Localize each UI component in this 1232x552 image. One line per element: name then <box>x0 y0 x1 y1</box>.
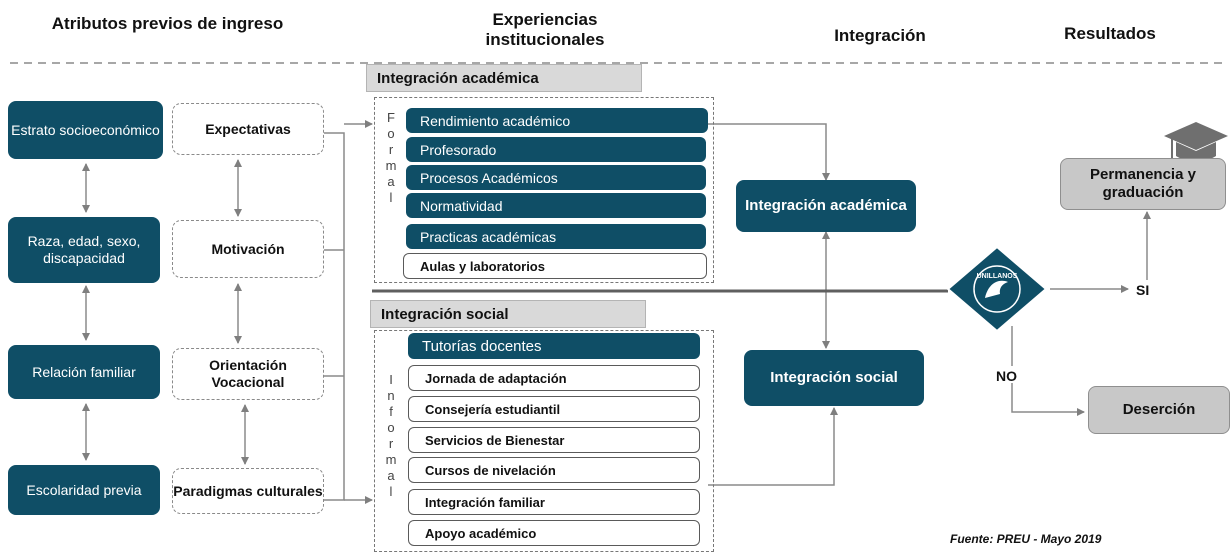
academic-section-title: Integración académica <box>366 64 642 92</box>
academic-item: Practicas académicas <box>406 224 706 249</box>
social-item: Tutorías docentes <box>408 333 700 359</box>
attribute-box: Estrato socioeconómico <box>8 101 163 159</box>
academic-to-integration <box>706 123 830 181</box>
desertion-box: Deserción <box>1088 386 1230 434</box>
academic-item: Procesos Académicos <box>406 165 706 190</box>
graduation-cap-icon <box>1164 122 1228 161</box>
logo-text: UNILLANOS <box>977 273 1018 280</box>
source-note: Fuente: PREU - Mayo 2019 <box>950 532 1102 546</box>
informal-label: I n f o r m a l <box>385 372 397 499</box>
attribute-box: Escolaridad previa <box>8 465 160 515</box>
pelican-logo-icon <box>985 280 1008 298</box>
attribute-box: Raza, edad, sexo, discapacidad <box>8 217 160 283</box>
social-section-title: Integración social <box>370 300 646 328</box>
social-item: Servicios de Bienestar <box>408 427 700 453</box>
social-item: Jornada de adaptación <box>408 365 700 391</box>
social-to-integration <box>708 407 838 486</box>
factor-box: Expectativas <box>172 103 324 155</box>
academic-item: Aulas y laboratorios <box>403 253 707 279</box>
academic-group <box>374 97 714 283</box>
integration-social-box: Integración social <box>744 350 924 406</box>
attribute-box: Relación familiar <box>8 345 160 399</box>
social-item: Cursos de nivelación <box>408 457 700 483</box>
header-results: Resultados <box>1064 24 1156 43</box>
social-item: Consejería estudiantil <box>408 396 700 422</box>
header-experiences: Experiencias institucionales <box>485 10 605 49</box>
academic-item: Rendimiento académico <box>406 108 708 133</box>
integration-academic-box: Integración académica <box>736 180 916 232</box>
formal-label: F o r m a l <box>385 110 397 205</box>
academic-item: Normatividad <box>406 193 706 218</box>
permanence-box: Permanencia y graduación <box>1060 158 1226 210</box>
no-label: NO <box>996 368 1017 384</box>
social-item: Apoyo académico <box>408 520 700 546</box>
header-integration: Integración <box>834 26 926 45</box>
academic-item: Profesorado <box>406 137 706 162</box>
header-attributes: Atributos previos de ingreso <box>51 14 284 33</box>
no-to-desertion <box>1011 383 1085 416</box>
yes-label: SI <box>1136 282 1150 298</box>
factor-box: Orientación Vocacional <box>172 348 324 400</box>
factor-box: Motivación <box>172 220 324 278</box>
social-item: Integración familiar <box>408 489 700 515</box>
factor-box: Paradigmas culturales <box>172 468 324 514</box>
collector-bracket <box>324 132 345 501</box>
